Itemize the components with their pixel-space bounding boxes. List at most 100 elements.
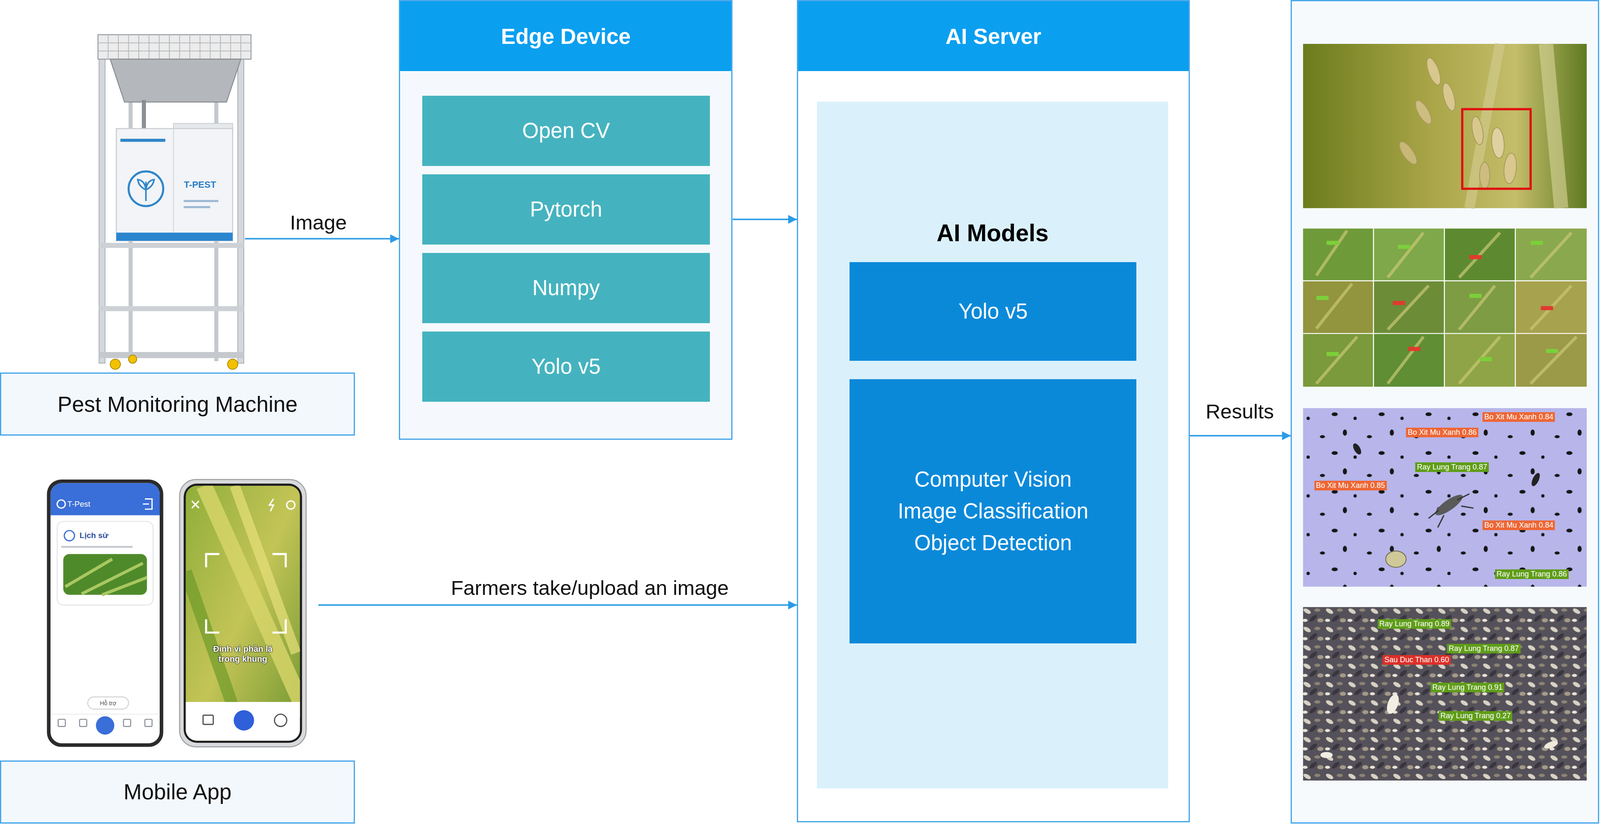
flow-arrow bbox=[1189, 434, 1292, 437]
result-image-grid-part bbox=[1316, 230, 1577, 384]
flow-arrow bbox=[318, 604, 797, 607]
layer-panel: AI ServerAI ModelsYolo v5Computer Vision… bbox=[796, 0, 1190, 823]
pest-machine-part bbox=[99, 352, 245, 359]
result-image-rice-detection bbox=[1303, 43, 1588, 209]
result-image-grid-part bbox=[1316, 296, 1329, 301]
phone-history-screen-part bbox=[50, 483, 160, 744]
pest-machine-part bbox=[116, 128, 233, 241]
edge-label: Farmers take/upload an image bbox=[448, 576, 732, 600]
phone-history-screen-part bbox=[57, 500, 66, 509]
pest-machine-part bbox=[99, 242, 245, 248]
phone-history-screen-part bbox=[79, 719, 87, 727]
result-image-rice-detection-part bbox=[1546, 43, 1562, 209]
detection-label: Ray Lung Trang 0.91 bbox=[1430, 682, 1505, 693]
phone-history-screen-part bbox=[61, 546, 133, 549]
result-image-grid-part bbox=[1373, 334, 1444, 387]
result-image-grain-sample bbox=[1303, 607, 1588, 781]
device-label: Mobile App bbox=[0, 760, 355, 824]
flow-arrow bbox=[244, 237, 400, 240]
pest-machine-part bbox=[99, 306, 245, 312]
device-label: Pest Monitoring Machine bbox=[0, 372, 355, 436]
result-image-rice-detection-part bbox=[1490, 127, 1506, 159]
phone-history-screen-part bbox=[46, 479, 164, 747]
detection-label: Ray Lung Trang 0.87 bbox=[1415, 462, 1489, 473]
result-image-grain-sample-part bbox=[1303, 607, 1588, 781]
model-panel: AI ModelsYolo v5Computer VisionImage Cla… bbox=[816, 101, 1169, 789]
result-image-grid-part bbox=[1469, 255, 1482, 260]
layer-panel: Edge DeviceOpen CV PytorchNumpyYolo v5 bbox=[398, 0, 733, 440]
library-label: Numpy bbox=[532, 275, 600, 301]
model-label: Object Detection bbox=[914, 527, 1072, 559]
result-image-grid-part bbox=[1303, 281, 1373, 334]
panel-header: Edge Device bbox=[400, 1, 732, 72]
app-menu-item: Lịch sử bbox=[79, 530, 109, 541]
detection-label: Ray Lung Trang 0.87 bbox=[1446, 643, 1521, 654]
pest-machine-part bbox=[183, 206, 210, 209]
phone-history-screen-part bbox=[142, 498, 153, 509]
library-box: Pytorch bbox=[422, 174, 710, 245]
pest-machine-part bbox=[97, 34, 251, 60]
camera-hint: Định vị phần lá trong khung bbox=[203, 643, 283, 664]
pest-machine-part bbox=[237, 34, 245, 364]
pest-machine-part bbox=[99, 34, 106, 364]
pest-machine-part bbox=[97, 34, 251, 60]
edge-label: Results bbox=[1203, 399, 1277, 423]
pest-machine-part bbox=[227, 359, 238, 370]
result-image-grid-part bbox=[1303, 228, 1373, 281]
result-image-rice-detection-part bbox=[1479, 162, 1490, 189]
detection-label: Sau Duc Than 0.60 bbox=[1382, 655, 1451, 665]
phone-history-screen-part bbox=[58, 719, 66, 727]
phone-camera-screen-part bbox=[269, 498, 274, 511]
result-image-grid-part bbox=[1540, 306, 1553, 311]
panel-heading: AI Models bbox=[816, 217, 1169, 250]
detection-label: Ray Lung Trang 0.86 bbox=[1495, 569, 1569, 580]
phone-history-screen-part bbox=[95, 716, 115, 735]
edge-label: Image bbox=[287, 210, 350, 235]
phone-history-screen-part bbox=[50, 483, 160, 516]
phone-history-screen-part bbox=[57, 521, 154, 605]
app-title: T-Pest bbox=[67, 499, 91, 509]
detection-label: Bo Xit Mu Xanh 0.84 bbox=[1482, 520, 1555, 531]
pest-machine-part bbox=[128, 354, 138, 364]
panel-header: AI Server bbox=[798, 1, 1189, 72]
device-group: Mobile App bbox=[0, 479, 355, 824]
result-image-grid-part bbox=[1326, 240, 1339, 245]
result-image-rice-detection-part bbox=[1412, 98, 1435, 127]
phone-camera-screen-part bbox=[185, 485, 300, 741]
result-image-rice-detection-part bbox=[1423, 56, 1444, 87]
result-image-grain-sample-part bbox=[1384, 692, 1402, 716]
result-image-grid bbox=[1303, 228, 1588, 387]
pest-machine-part bbox=[128, 171, 164, 207]
result-image-trap-sheet-part bbox=[1432, 491, 1466, 519]
phone-camera-screen-part bbox=[286, 500, 296, 510]
library-label: Yolo v5 bbox=[531, 354, 601, 379]
result-image-rice-detection-part bbox=[1440, 81, 1458, 113]
result-image-grid-part bbox=[1303, 228, 1588, 387]
model-box: Yolo v5 bbox=[849, 262, 1137, 362]
result-image-trap-sheet-part bbox=[1303, 408, 1588, 587]
library-box: Numpy bbox=[422, 252, 710, 324]
phone-camera-screen-part bbox=[274, 714, 287, 727]
phone-history-screen-part bbox=[63, 553, 147, 595]
result-image-grid-part bbox=[1408, 347, 1421, 352]
library-box: Open CV bbox=[422, 95, 710, 166]
detection-label: Bo Xit Mu Xanh 0.85 bbox=[1314, 480, 1387, 491]
app-help-button: Hỗ trợ bbox=[99, 699, 117, 707]
pest-machine-part bbox=[120, 138, 166, 142]
model-label: Yolo v5 bbox=[958, 295, 1028, 328]
phone-camera-screen-part-part bbox=[185, 701, 300, 741]
phone-history-screen-part bbox=[51, 713, 160, 715]
result-image-rice-detection-part bbox=[1303, 43, 1588, 209]
pest-machine-part bbox=[183, 199, 219, 202]
phone-history-screen-part bbox=[123, 719, 131, 727]
detection-label: Bo Xit Mu Xanh 0.84 bbox=[1482, 412, 1555, 422]
flow-arrow bbox=[732, 218, 797, 221]
results-panel-ground bbox=[1290, 0, 1599, 824]
pest-machine-part bbox=[141, 99, 146, 129]
pest-machine bbox=[97, 34, 251, 370]
result-image-grid-part bbox=[1515, 281, 1588, 334]
result-image-grid-part bbox=[1393, 301, 1406, 306]
result-image-grid-part bbox=[1398, 244, 1411, 250]
detection-label: Bo Xit Mu Xanh 0.86 bbox=[1406, 427, 1479, 438]
